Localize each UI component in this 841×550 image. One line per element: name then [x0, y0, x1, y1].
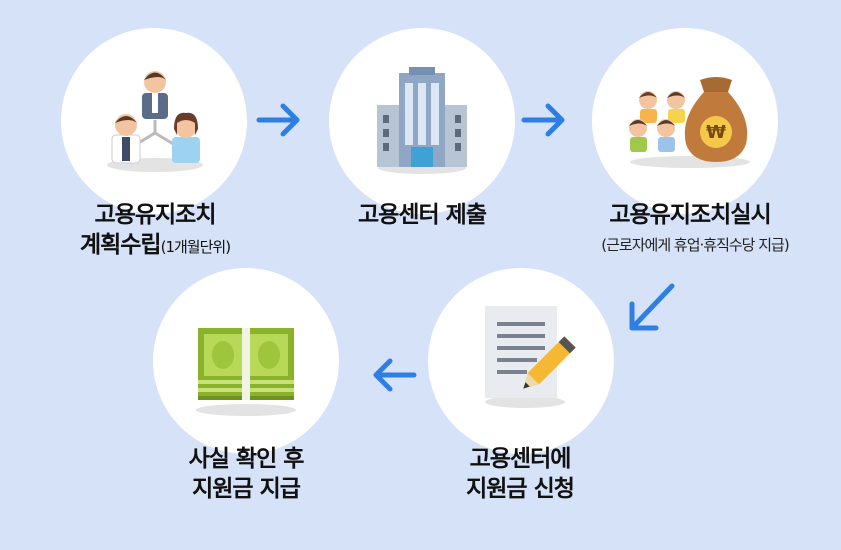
arrow-down-left-icon — [629, 283, 675, 331]
step5-label: 사실 확인 후 지원금 지급 — [146, 444, 346, 504]
step5-title2: 지원금 지급 — [192, 476, 301, 502]
step2-title: 고용센터 제출 — [358, 202, 487, 228]
step1-label: 고용유지조치 계획수립(1개월단위) — [40, 200, 270, 262]
cash-stack-icon — [196, 328, 296, 416]
arrow-right-icon — [256, 103, 300, 137]
step3-circle — [592, 28, 778, 214]
step1-title2-row: 계획수립(1개월단위) — [40, 230, 270, 262]
won-symbol: ₩ — [706, 122, 726, 143]
arrow-left-icon — [373, 358, 417, 392]
document-pencil-icon — [485, 306, 576, 408]
step3-subtitle: (근로자에게 휴업·휴직수당 지급) — [601, 236, 789, 254]
step4-title2: 지원금 신청 — [466, 476, 575, 502]
step1-note: (1개월단위) — [160, 238, 231, 256]
building-icon — [377, 67, 467, 174]
step3-label: 고용유지조치실시 — [585, 200, 795, 230]
step4-title: 고용센터에 — [469, 446, 572, 472]
step3-title: 고용유지조치실시 — [609, 202, 771, 228]
step5-title: 사실 확인 후 — [188, 446, 305, 472]
arrow-right-icon — [521, 103, 565, 137]
step1-title: 고용유지조치 — [94, 202, 217, 228]
step1-title2: 계획수립 — [79, 232, 162, 258]
people-org-icon — [107, 71, 203, 172]
step4-label: 고용센터에 지원금 신청 — [420, 444, 620, 504]
step2-label: 고용센터 제출 — [317, 200, 527, 230]
money-bag-people-icon — [629, 77, 750, 168]
